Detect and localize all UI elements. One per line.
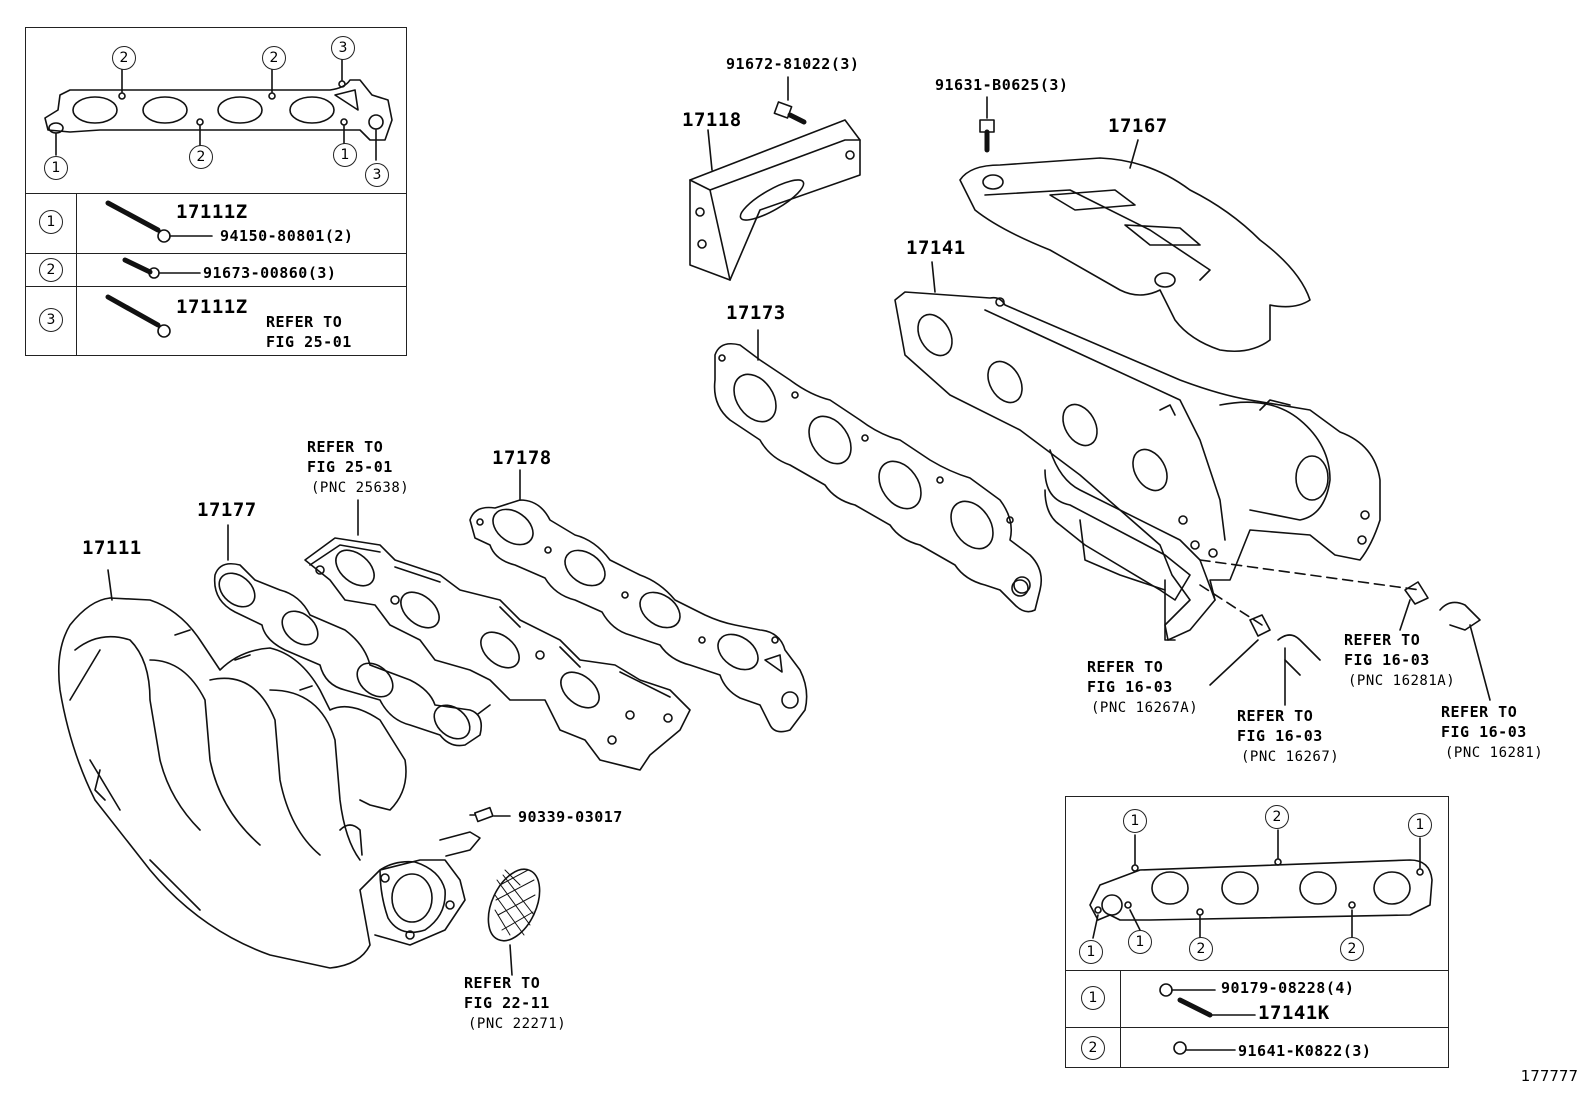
part-label-17118: 17118: [682, 109, 742, 131]
exhaust-connection-lines: [1199, 559, 1491, 706]
gasket-17178: [469, 469, 808, 733]
inset-exhaust-gasket: [1089, 829, 1433, 939]
intake-manifold-17111: [57, 597, 481, 969]
ref-16281a-line2: FIG 16-03: [1344, 651, 1430, 669]
part-label-17178: 17178: [492, 447, 552, 469]
legend-bottom-row1-part-a: 90179-08228(4): [1221, 979, 1355, 997]
part-label-91672: 91672-81022(3): [726, 55, 860, 73]
fitting-90339: [473, 806, 511, 823]
bkey-1-d: 1: [1128, 930, 1152, 954]
part-label-17167: 17167: [1108, 115, 1168, 137]
legend-bottom-row1-part-b: 17141K: [1258, 1002, 1330, 1024]
diagram-id: 177777: [1520, 1067, 1578, 1085]
ref-16281a-line1: REFER TO: [1344, 631, 1421, 649]
legend-top-row1-num: 1: [39, 210, 63, 234]
key-1-b: 1: [44, 156, 68, 180]
ref-16281a-line3: (PNC 16281A): [1348, 673, 1456, 689]
screen-22271: [487, 868, 541, 976]
ref-22-11-line1: REFER TO: [464, 974, 541, 992]
ref-16281-line3: (PNC 16281): [1445, 745, 1544, 761]
part-label-17111: 17111: [82, 537, 142, 559]
legend-top-row1-part-b: 94150-80801(2): [220, 227, 354, 245]
bkey-2-c: 2: [1340, 937, 1364, 961]
key-3-b: 3: [365, 163, 389, 187]
ref-16267a-line3: (PNC 16267A): [1091, 700, 1199, 716]
ref-22-11-line3: (PNC 22271): [468, 1016, 567, 1032]
gasket-17173: [713, 329, 1043, 613]
part-label-17141: 17141: [906, 237, 966, 259]
bolt-91672: [773, 76, 807, 125]
ref-25-01-line1: REFER TO: [307, 438, 384, 456]
legend-top-row1-part-a: 17111Z: [176, 201, 248, 223]
legend-top-row3-ref2: FIG 25-01: [266, 333, 352, 351]
legend-bottom: [1065, 796, 1449, 1068]
ref-16267-line3: (PNC 16267): [1241, 749, 1340, 765]
legend-top-row3-ref1: REFER TO: [266, 313, 343, 331]
ref-22-11-line2: FIG 22-11: [464, 994, 550, 1012]
legend-bottom-row2-part: 91641-K0822(3): [1238, 1042, 1372, 1060]
legend-top-row2-num: 2: [39, 258, 63, 282]
legend-top-bolts: [105, 200, 213, 338]
bkey-1-b: 1: [1408, 813, 1432, 837]
legend-top-row3-part: 17111Z: [176, 296, 248, 318]
ref-25-01-line2: FIG 25-01: [307, 458, 393, 476]
part-label-91631: 91631-B0625(3): [935, 76, 1069, 94]
legend-bottom-bolts: [1159, 983, 1256, 1055]
legend-top-row3-num: 3: [39, 308, 63, 332]
ref-16267-line1: REFER TO: [1237, 707, 1314, 725]
legend-bottom-row2-num: 2: [1081, 1036, 1105, 1060]
part-label-17177: 17177: [197, 499, 257, 521]
bkey-2-a: 2: [1265, 805, 1289, 829]
leader-lines: [107, 569, 476, 816]
ref-16281-line1: REFER TO: [1441, 703, 1518, 721]
heat-insulator-17167: [959, 139, 1311, 353]
key-2-a: 2: [112, 46, 136, 70]
ref-16281-line2: FIG 16-03: [1441, 723, 1527, 741]
bkey-2-b: 2: [1189, 937, 1213, 961]
bkey-1-c: 1: [1079, 940, 1103, 964]
gasket-17177: [213, 524, 491, 747]
key-2-b: 2: [262, 46, 286, 70]
key-1-a: 1: [333, 143, 357, 167]
ref-16267a-line1: REFER TO: [1087, 658, 1164, 676]
ref-25-01-line3: (PNC 25638): [311, 480, 410, 496]
bolt-91631: [979, 96, 995, 153]
part-label-90339: 90339-03017: [518, 808, 623, 826]
legend-bottom-row1-num: 1: [1081, 986, 1105, 1010]
legend-top: [25, 27, 407, 356]
spacer-25638: [304, 499, 691, 771]
bkey-1-a: 1: [1123, 809, 1147, 833]
exhaust-manifold-17141: [894, 261, 1381, 641]
ref-16267a-line2: FIG 16-03: [1087, 678, 1173, 696]
part-label-17173: 17173: [726, 302, 786, 324]
inset-intake-gasket: [44, 57, 393, 161]
ref-16267-line2: FIG 16-03: [1237, 727, 1323, 745]
key-3-a: 3: [331, 36, 355, 60]
key-2-c: 2: [189, 145, 213, 169]
bracket-17118: [689, 119, 861, 281]
legend-top-row2-part: 91673-00860(3): [203, 264, 337, 282]
